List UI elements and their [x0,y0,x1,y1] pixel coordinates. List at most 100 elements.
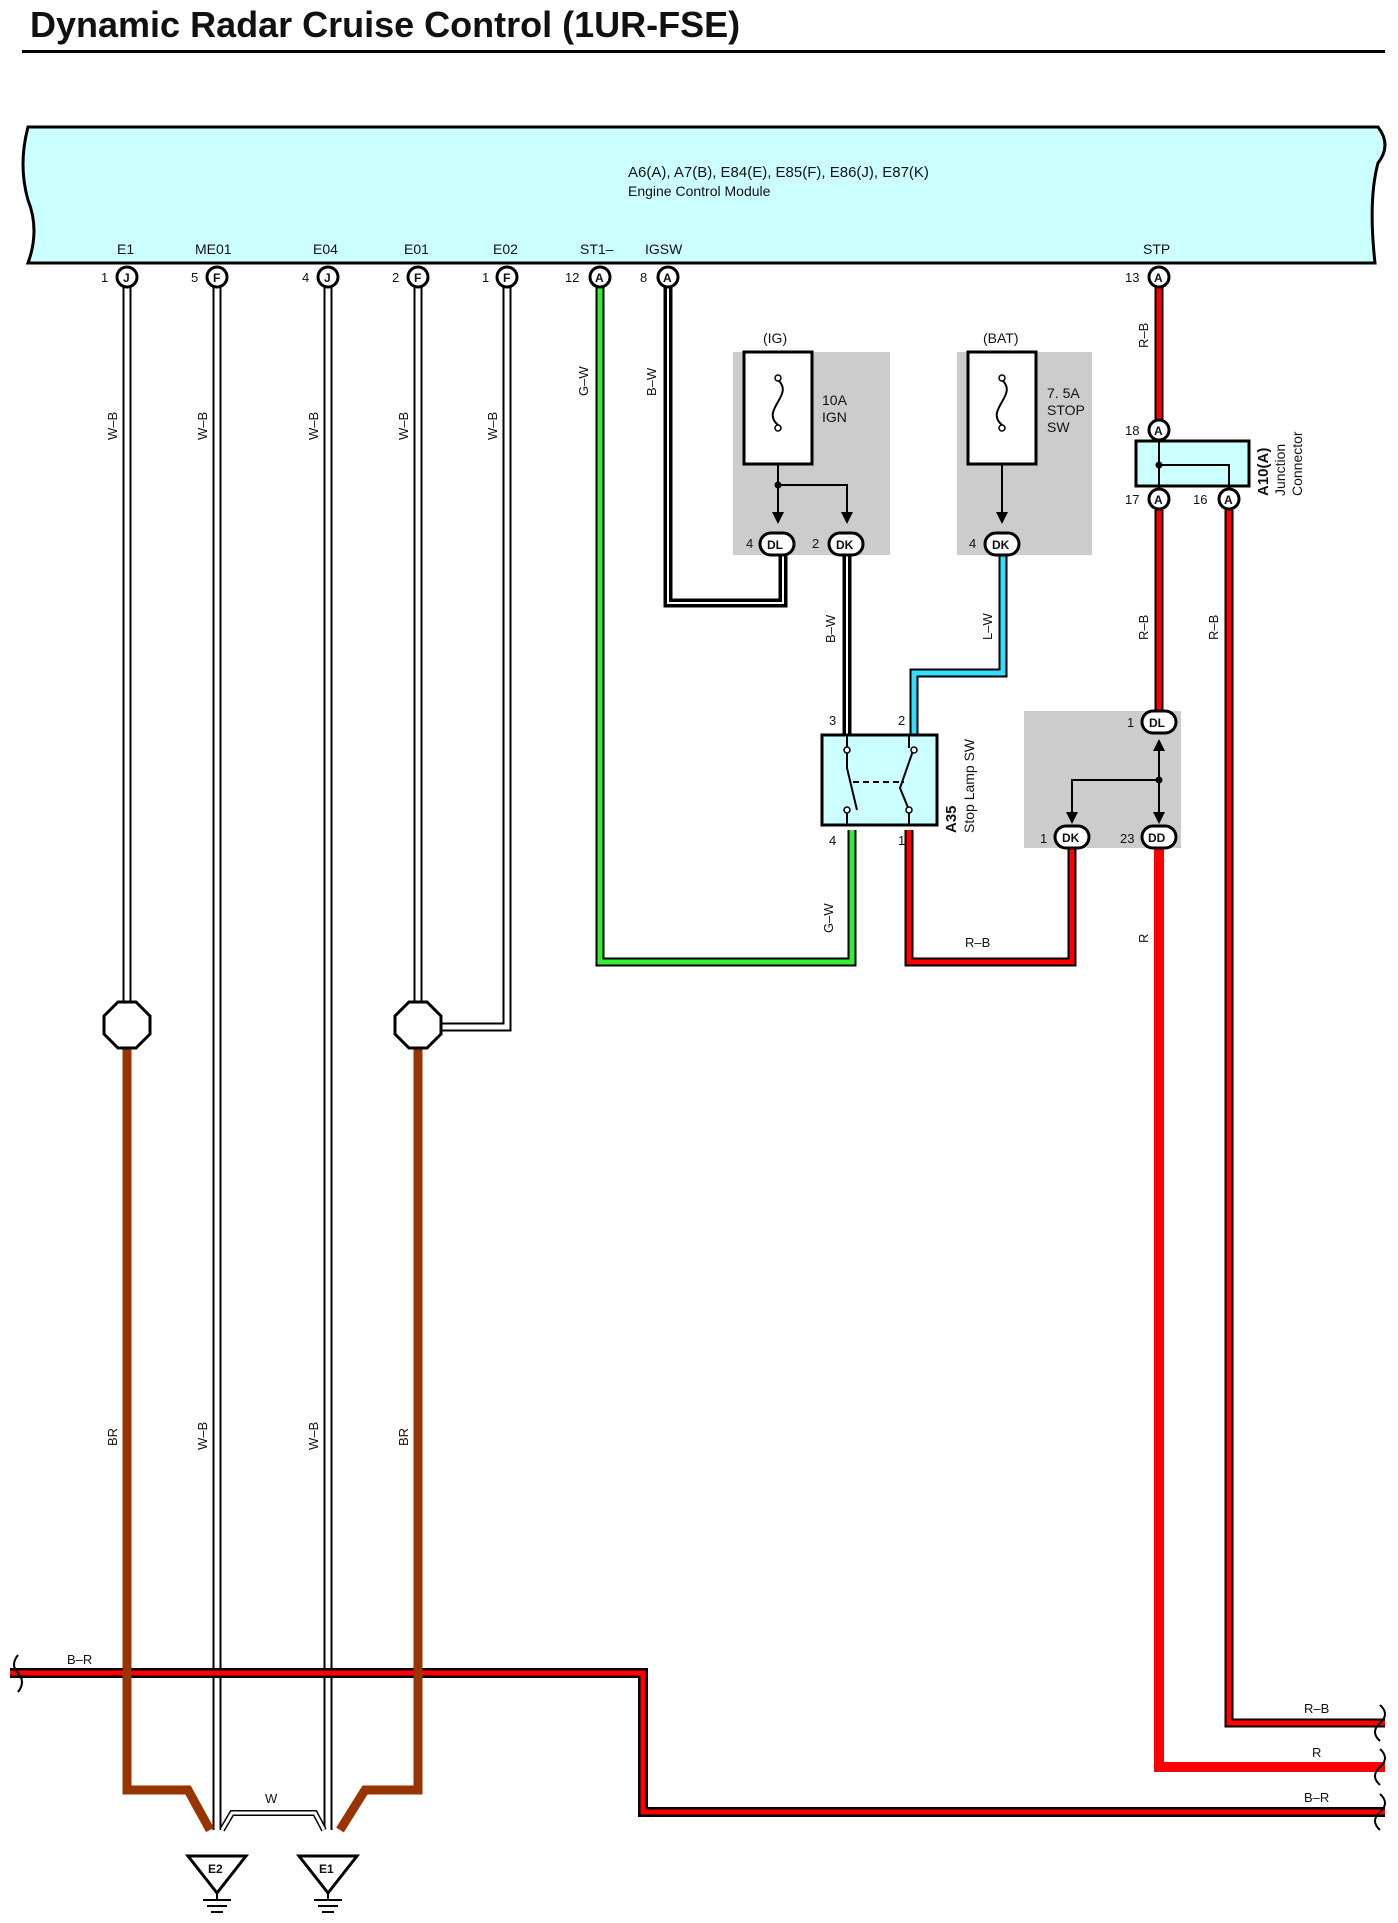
svg-text:IGSW: IGSW [645,241,683,257]
svg-text:DK: DK [836,538,854,552]
svg-text:1: 1 [101,270,108,285]
page-title: Dynamic Radar Cruise Control (1UR-FSE) [30,4,741,45]
wire-label-igsw-bw: B–W [644,367,659,396]
bus-break-left [13,1654,23,1693]
svg-text:A: A [1154,493,1163,507]
svg-text:1: 1 [1127,715,1134,730]
wire-label-e01-br: BR [396,1428,411,1446]
svg-text:(IG): (IG) [763,330,787,346]
svg-text:2: 2 [812,536,819,551]
svg-text:17: 17 [1125,492,1139,507]
svg-text:DK: DK [992,538,1010,552]
wire-label-right-br: B–R [1304,1790,1329,1805]
svg-text:1: 1 [482,270,489,285]
svg-text:4: 4 [302,270,309,285]
svg-text:7. 5A: 7. 5A [1047,385,1080,401]
wire-w-link [219,1810,327,1832]
ecm-pin-e1: E1 1 J [101,241,139,289]
svg-text:DL: DL [767,538,783,552]
wire-j16-rb [1224,510,1385,1728]
ecm-pin-e01: E01 2 F [392,241,430,289]
ecm-name: Engine Control Module [628,183,771,199]
wire-label-bus-b-r: B–R [67,1652,92,1667]
wire-label-me01-wb-low: W–B [195,1422,210,1450]
svg-text:4: 4 [969,536,976,551]
svg-text:Connector: Connector [1289,431,1305,496]
svg-text:23: 23 [1120,831,1134,846]
svg-text:F: F [414,271,421,285]
wire-label-right-rb: R–B [1304,1701,1329,1716]
wire-label-stop-lw: L–W [980,613,995,640]
break-right-rb [1374,1704,1386,1742]
svg-text:ME01: ME01 [195,241,232,257]
svg-text:1: 1 [898,833,905,848]
svg-text:E1: E1 [319,1862,334,1876]
wire-label-e02-wb: W–B [485,412,500,440]
svg-text:8: 8 [640,270,647,285]
ecm-codes: A6(A), A7(B), E84(E), E85(F), E86(J), E8… [628,164,929,181]
svg-text:E04: E04 [313,241,338,257]
wire-label-bottom-gw: G–W [821,903,836,933]
svg-text:3: 3 [829,713,836,728]
junction-connector: 18 A 17 A 16 A A10(A) Junction Connector [1125,418,1305,511]
wire-stop-lw [909,555,1008,740]
wire-label-me01-wb: W–B [195,412,210,440]
splice-e1 [102,1000,152,1050]
wire-dd-r [1154,848,1385,1772]
svg-text:DL: DL [1149,716,1165,730]
svg-text:16: 16 [1193,492,1207,507]
svg-text:2: 2 [898,713,905,728]
svg-text:J: J [123,271,130,285]
svg-text:Junction: Junction [1272,444,1288,496]
splice-e01 [393,1000,443,1050]
svg-text:J: J [324,271,331,285]
svg-text:E01: E01 [404,241,429,257]
svg-text:1: 1 [1040,831,1047,846]
wire-label-bottom-rb: R–B [965,935,990,950]
wire-label-dd-r: R [1136,934,1151,943]
svg-text:F: F [503,271,510,285]
ecm-pin-me01: ME01 5 F [191,241,232,289]
ecm-pin-stp: STP 13 A [1125,241,1171,289]
svg-text:A: A [1154,271,1163,285]
wire-label-e04-wb-low: W–B [306,1422,321,1450]
svg-text:ST1–: ST1– [580,241,614,257]
wire-label-st1-gw: G–W [576,366,591,396]
svg-text:A: A [1224,493,1233,507]
fuse-ign-block: (IG) 10A IGN 4 DL 2 DK [733,330,890,557]
title-rule [22,50,1385,53]
break-right-br [1374,1793,1386,1831]
svg-text:2: 2 [392,270,399,285]
svg-text:5: 5 [191,270,198,285]
svg-text:IGN: IGN [822,409,847,425]
wire-label-right-r: R [1312,1745,1321,1760]
svg-text:4: 4 [746,536,753,551]
ecm-pin-st1: ST1– 12 A [565,241,614,289]
svg-text:A10(A): A10(A) [1255,448,1272,496]
wire-label-w-link: W [265,1791,278,1806]
svg-text:A35: A35 [943,805,960,833]
splice-box: 1 DL 1 DK 23 DD [1024,709,1181,850]
wire-label-j17-rb: R–B [1136,615,1151,640]
svg-text:18: 18 [1125,423,1139,438]
wire-label-j16-rb: R–B [1206,615,1221,640]
svg-text:DD: DD [1148,831,1166,845]
svg-text:DK: DK [1062,831,1080,845]
svg-text:Stop Lamp SW: Stop Lamp SW [961,738,977,833]
svg-text:A: A [1154,424,1163,438]
svg-text:13: 13 [1125,270,1139,285]
wire-st1-gw [595,273,857,967]
wire-igsw-bw [663,273,788,608]
wire-e02-wb [440,273,512,1032]
svg-text:E02: E02 [493,241,518,257]
svg-text:E1: E1 [117,241,134,257]
ecm-pin-e02: E02 1 F [482,241,519,289]
wire-label-fuse-bw: B–W [823,614,838,643]
svg-text:STOP: STOP [1047,402,1085,418]
svg-text:4: 4 [829,833,836,848]
wire-label-e1-br: BR [105,1428,120,1446]
fuse-stop-block: (BAT) 7. 5A STOP SW 4 DK [957,330,1092,557]
wire-label-stp-rb: R–B [1136,323,1151,348]
svg-text:STP: STP [1143,241,1170,257]
